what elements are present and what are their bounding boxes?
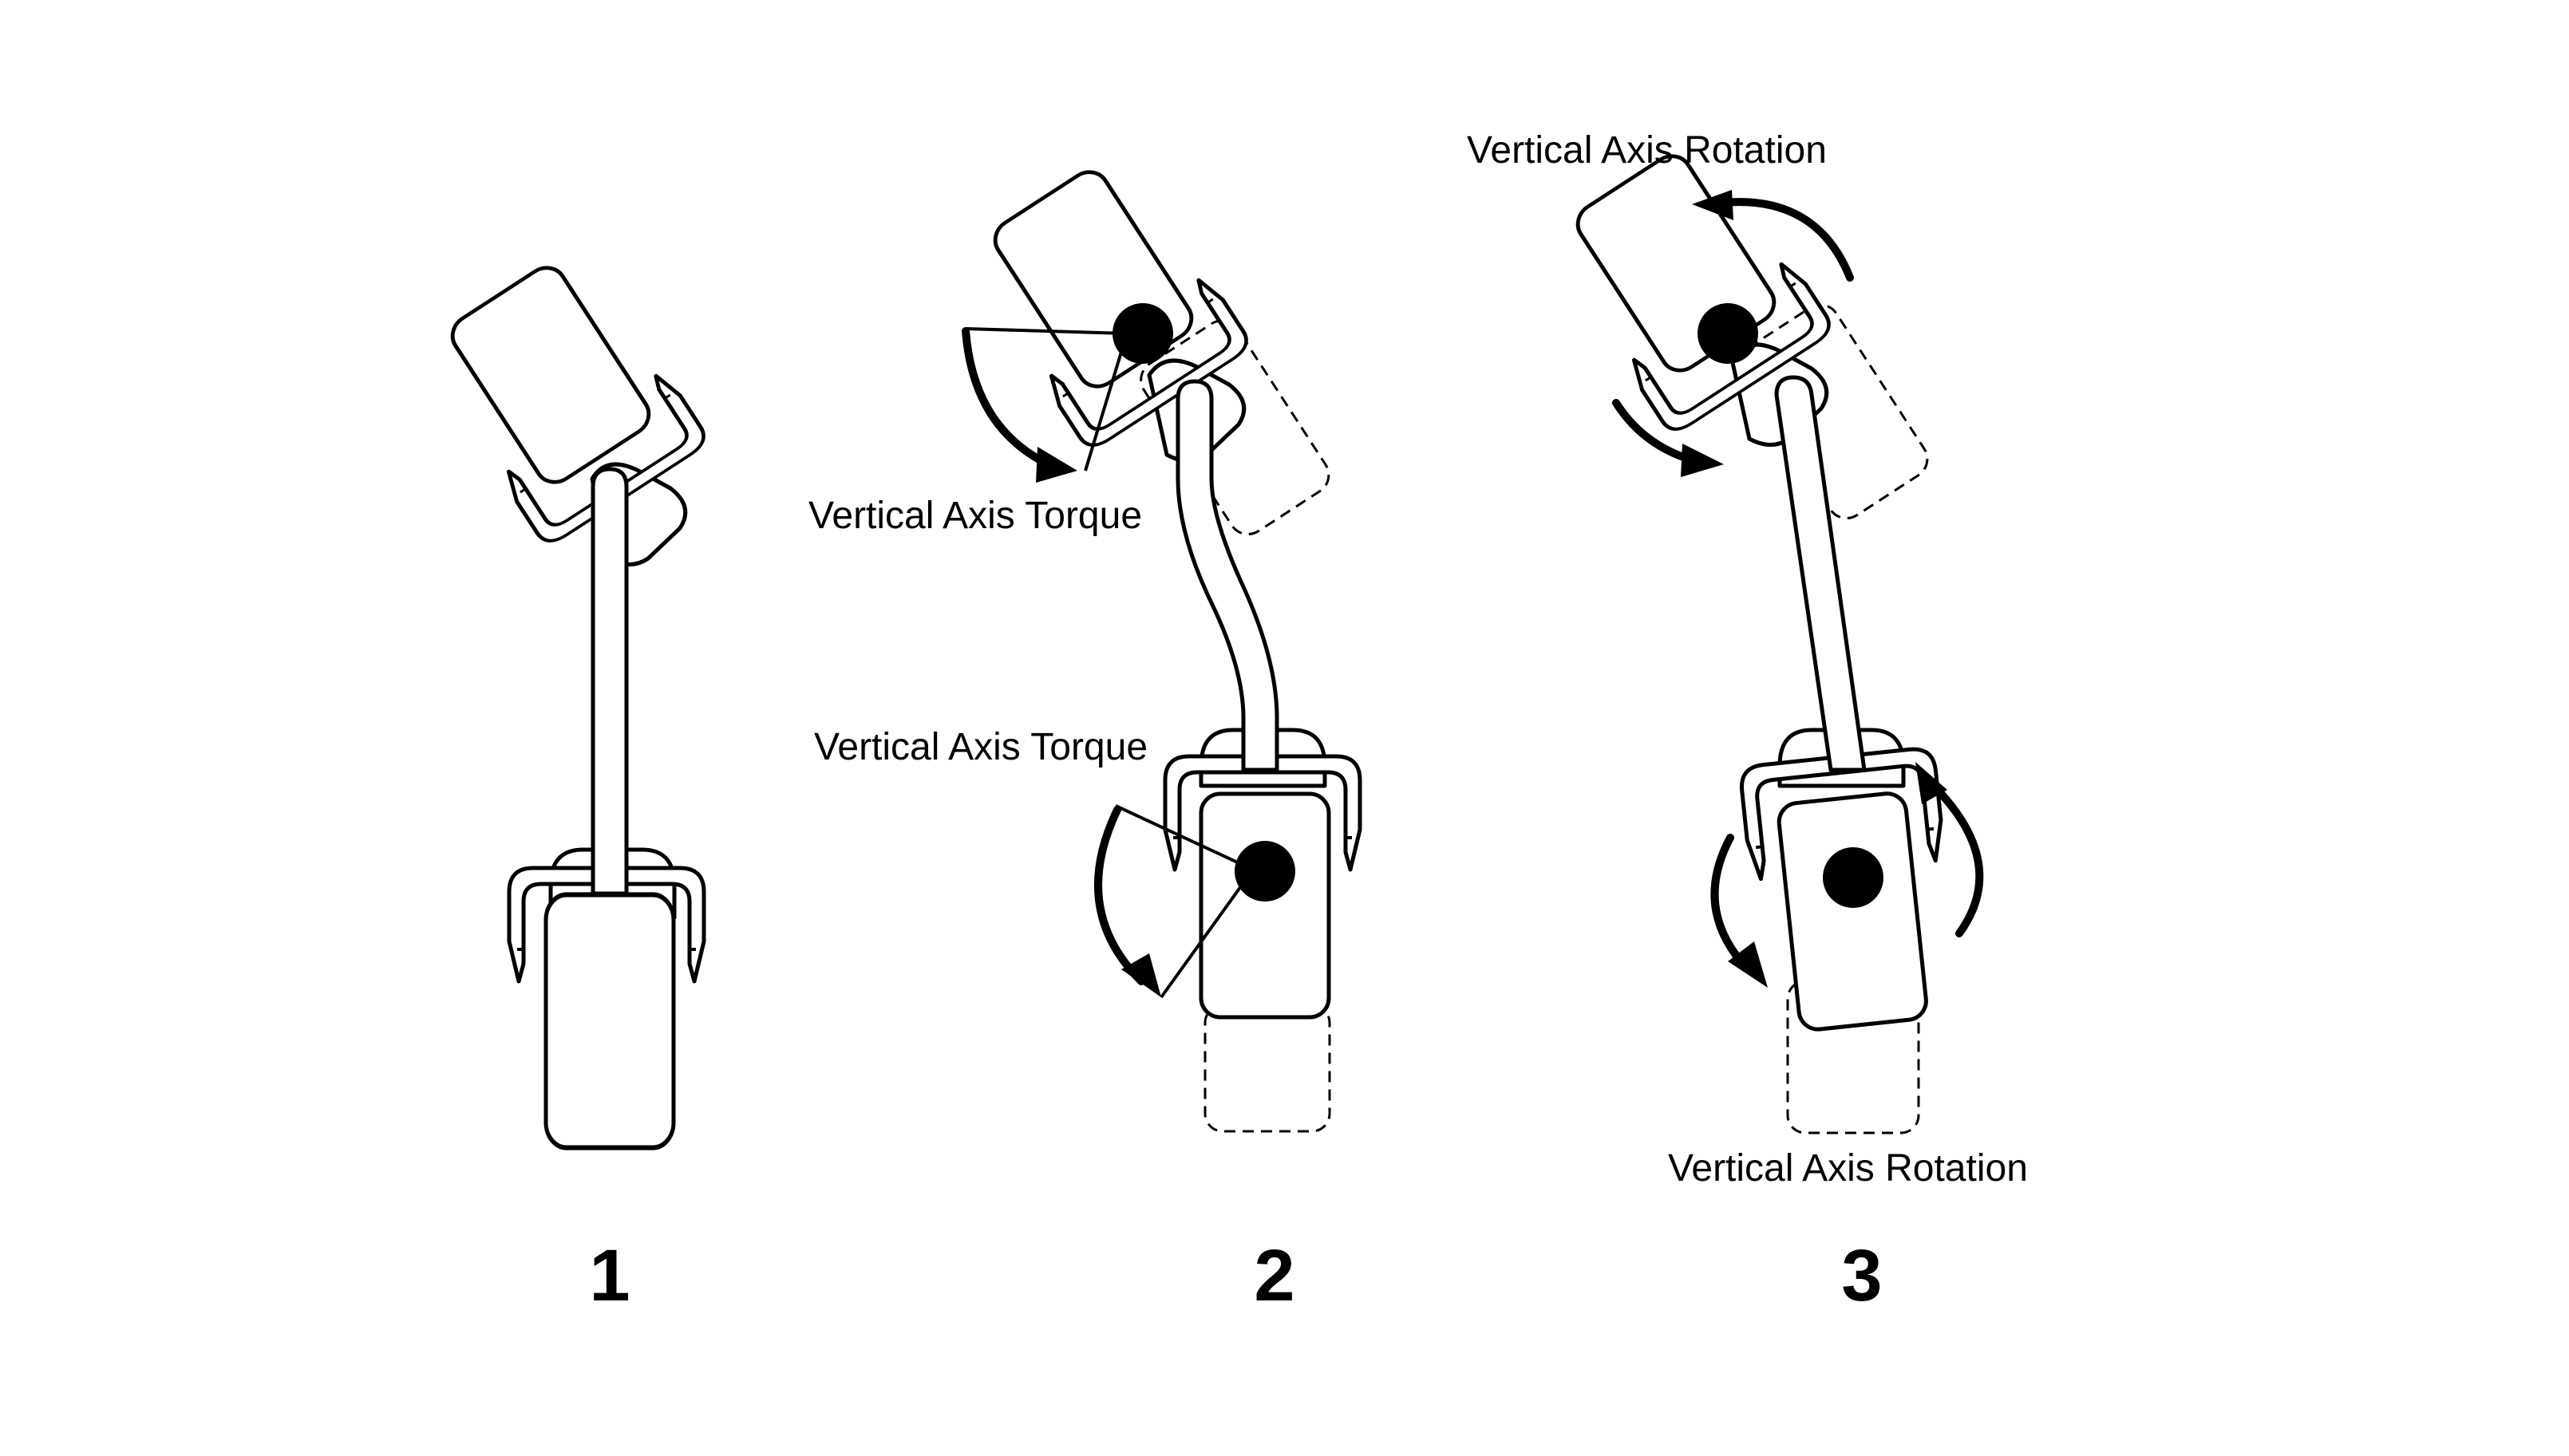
ghost-lower-pedal xyxy=(1203,1004,1331,1133)
pivot-upper xyxy=(1113,303,1173,364)
rotation-label-lower: Vertical Axis Rotation xyxy=(1668,1147,2028,1190)
rotation-arrow-lower-left xyxy=(1710,834,1768,988)
panel-number: 3 xyxy=(1841,1235,1882,1316)
pivot-lower xyxy=(1235,841,1295,902)
angled-connecting-rod xyxy=(1774,375,1867,772)
rotation-arrow-upper-bottom xyxy=(1612,399,1724,477)
torque-arrow-upper xyxy=(962,327,1128,483)
lower-pedal-assembly xyxy=(1165,728,1360,1020)
upper-pedal-assembly xyxy=(417,242,710,566)
pivot-upper xyxy=(1698,303,1758,364)
bent-connecting-rod xyxy=(1176,379,1279,772)
panel-2: Vertical Axis Torque Vertical Axis Torqu… xyxy=(808,146,1360,1316)
torque-label-lower: Vertical Axis Torque xyxy=(814,726,1148,768)
rotation-label-upper: Vertical Axis Rotation xyxy=(1467,129,1827,172)
pivot-lower xyxy=(1823,847,1883,908)
panel-1: 1 xyxy=(417,242,710,1316)
panel-3: Vertical Axis Rotation Vertical Axis Rot… xyxy=(1467,129,2028,1316)
connecting-rod xyxy=(591,467,629,896)
lower-pedal-assembly xyxy=(1740,728,1962,1032)
torque-arrow-lower xyxy=(1094,804,1255,999)
panel-number: 1 xyxy=(589,1235,630,1316)
rotation-arrow-lower-right xyxy=(1915,762,1984,937)
torque-label-upper: Vertical Axis Torque xyxy=(808,495,1142,537)
panel-number: 2 xyxy=(1254,1235,1294,1316)
rotation-arrow-upper-top xyxy=(1692,190,1854,282)
